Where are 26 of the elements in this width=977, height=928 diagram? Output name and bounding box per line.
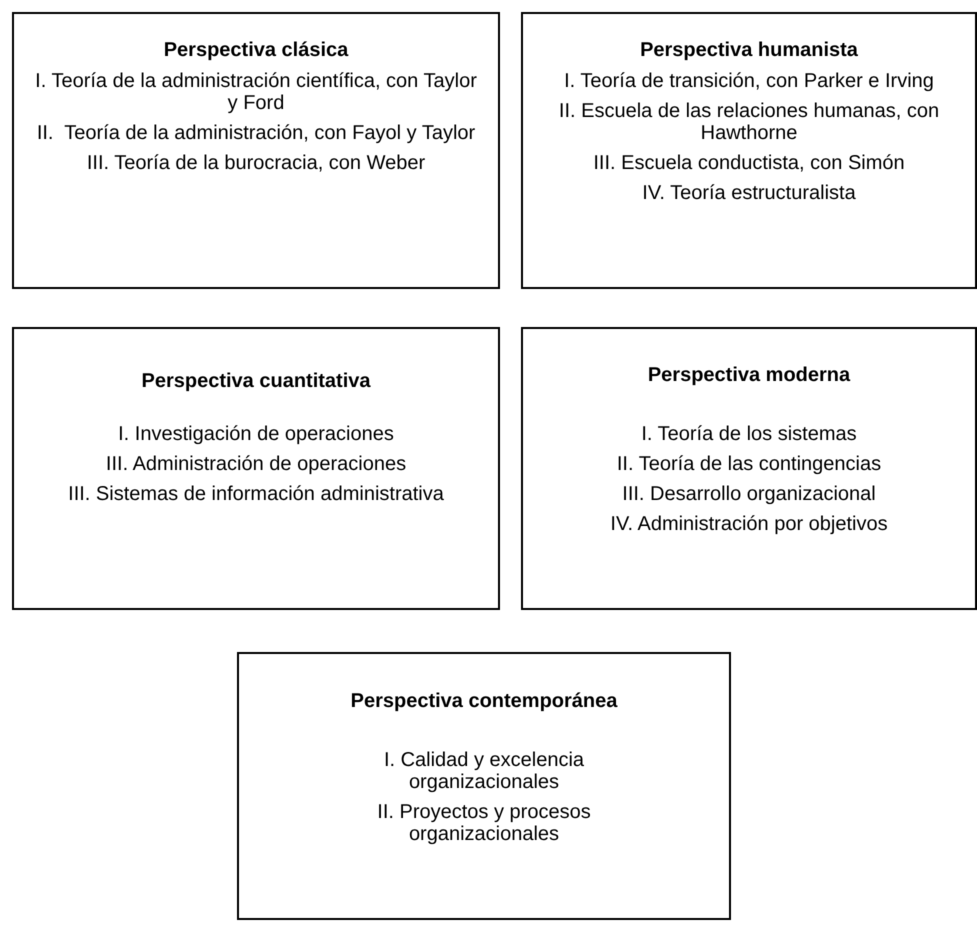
- list-item: I. Teoría de la administración científica, con Taylor y Ford: [34, 70, 478, 114]
- box-heading: Perspectiva cuantitativa: [142, 369, 370, 393]
- list-item: I. Calidad y excelencia organizacionales: [382, 749, 586, 793]
- list-item: III. Escuela conductista, con Simón: [593, 152, 905, 174]
- category-box: [521, 327, 977, 610]
- list-item: II. Proyectos y procesos organizacionales: [376, 801, 592, 845]
- list-item: III. Sistemas de información administrativa: [68, 483, 444, 505]
- list-item: II. Teoría de la administración, con Fayol y Taylor: [36, 122, 476, 144]
- list-item: I. Investigación de operaciones: [118, 423, 394, 445]
- list-item: III. Teoría de la burocracia, con Weber: [86, 152, 426, 174]
- list-item: II. Teoría de las contingencias: [616, 453, 882, 475]
- list-item: II. Escuela de las relaciones humanas, con Hawthorne: [558, 100, 940, 144]
- list-item: III. Desarrollo organizacional: [622, 483, 876, 505]
- category-box: [237, 652, 731, 920]
- category-box: [12, 327, 500, 610]
- category-box: [12, 12, 500, 289]
- list-item: IV. Administración por objetivos: [610, 513, 888, 535]
- list-item: I. Teoría de transición, con Parker e Irving: [564, 70, 934, 92]
- category-box: [521, 12, 977, 289]
- list-item: IV. Teoría estructuralista: [642, 182, 856, 204]
- box-heading: Perspectiva clásica: [164, 38, 348, 62]
- list-item: III. Administración de operaciones: [106, 453, 406, 475]
- box-heading: Perspectiva contemporánea: [350, 689, 618, 713]
- box-heading: Perspectiva moderna: [648, 363, 850, 387]
- list-item: I. Teoría de los sistemas: [641, 423, 857, 445]
- box-heading: Perspectiva humanista: [640, 38, 858, 62]
